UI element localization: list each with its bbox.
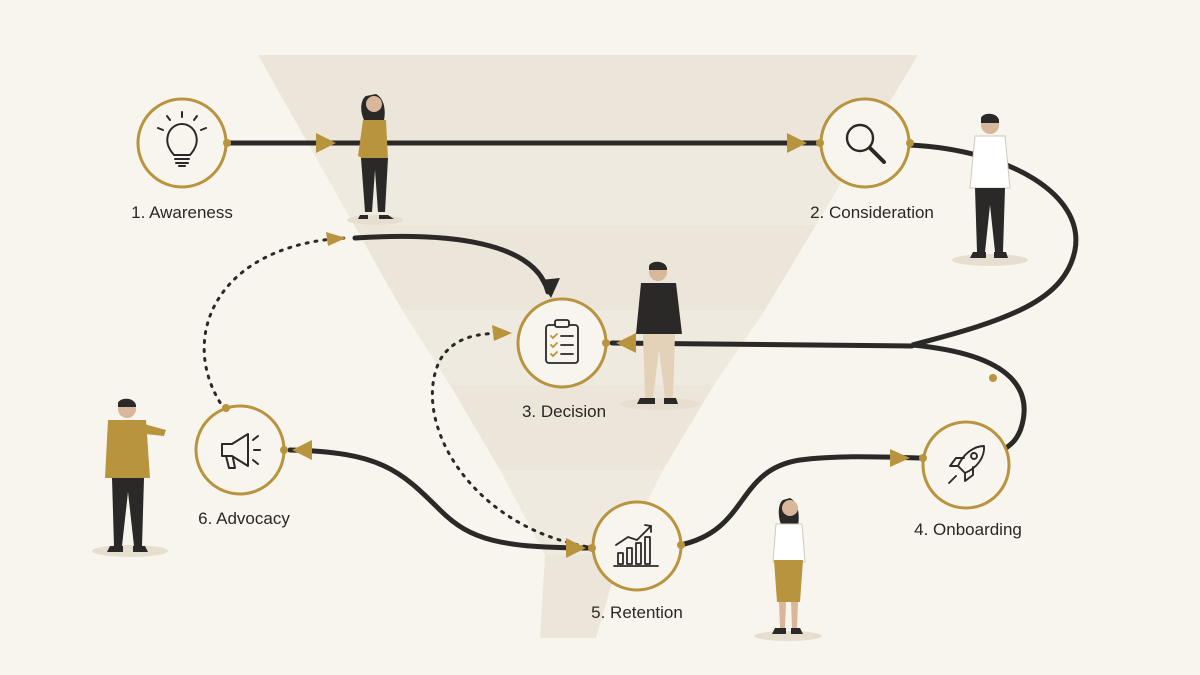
lightbulb-icon [157,111,207,167]
path-arrow-7 [890,449,910,467]
funnel-band-1 [258,55,918,140]
stage-decision-node [516,297,610,389]
person-woman-awareness [347,94,403,225]
path-arrow-4 [540,278,560,298]
stage-label-awareness: 1. Awareness [131,203,233,222]
path-joint-dot [989,374,997,382]
stage-label-decision: 3. Decision [521,402,607,421]
funnel-band-5 [450,385,714,470]
megaphone-icon [221,433,261,469]
stage-label-retention: 5. Retention [591,603,683,622]
path-arrow-9 [292,440,312,460]
path-advocacy-referral-dotted [202,236,347,412]
stage-retention-node [588,500,685,592]
path-arrow-5 [326,232,346,246]
person-woman-retention [754,498,822,641]
path-advocacy-to-decision-loop [352,233,551,295]
rocket-icon [948,445,985,484]
growth-chart-icon [613,524,659,567]
person-man-advocacy [92,398,168,557]
funnel-band-7 [540,555,620,638]
stage-advocacy-node [194,404,288,496]
path-arrow-6 [492,325,512,341]
path-arrow-3 [616,333,636,353]
path-arrow-8 [566,538,586,558]
path-arrow-2 [787,133,807,153]
checklist-icon [545,319,579,364]
person-man-decision [620,261,700,410]
stage-label-consideration: 2. Consideration [810,203,934,222]
magnifier-icon [845,123,886,164]
funnel-band-2 [306,140,867,225]
path-arrow-1 [316,133,336,153]
people [92,94,1028,641]
stage-label-advocacy: 6. Advocacy [198,509,290,528]
stage-label-onboarding: 4. Onboarding [914,520,1022,539]
path-retention-to-advocacy [287,447,595,551]
funnel-band-3 [354,225,816,310]
stage-awareness-node [136,97,231,189]
path-retention-to-onboarding [677,454,925,548]
stage-circles [136,97,1011,592]
person-man-consideration [952,113,1028,266]
path-retention-to-decision-dotted [430,331,597,550]
path-consideration-to-onboarding [907,142,1079,451]
stage-consideration-node [816,97,914,189]
stage-onboarding-node [919,420,1011,510]
